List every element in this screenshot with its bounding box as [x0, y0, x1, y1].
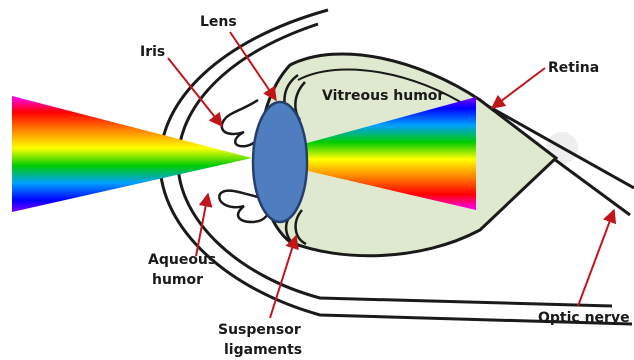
- label-retina: Retina: [548, 60, 599, 76]
- label-iris: Iris: [140, 44, 165, 60]
- label-optic-nerve: Optic nerve: [538, 310, 630, 326]
- label-lens: Lens: [200, 14, 237, 30]
- arrow-iris: [168, 58, 222, 126]
- label-suspensor-2: ligaments: [224, 342, 302, 358]
- label-aqueous-humor-2: humor: [152, 272, 203, 288]
- light-beam-incoming: [12, 96, 252, 212]
- arrow-retina: [492, 68, 545, 108]
- label-suspensor-1: Suspensor: [218, 322, 301, 338]
- arrow-lens: [230, 32, 276, 100]
- label-vitreous-humor: Vitreous humor: [322, 88, 444, 104]
- label-aqueous-humor-1: Aqueous: [148, 252, 216, 268]
- arrow-aqueous: [196, 194, 208, 256]
- arrow-optic-nerve: [578, 210, 614, 306]
